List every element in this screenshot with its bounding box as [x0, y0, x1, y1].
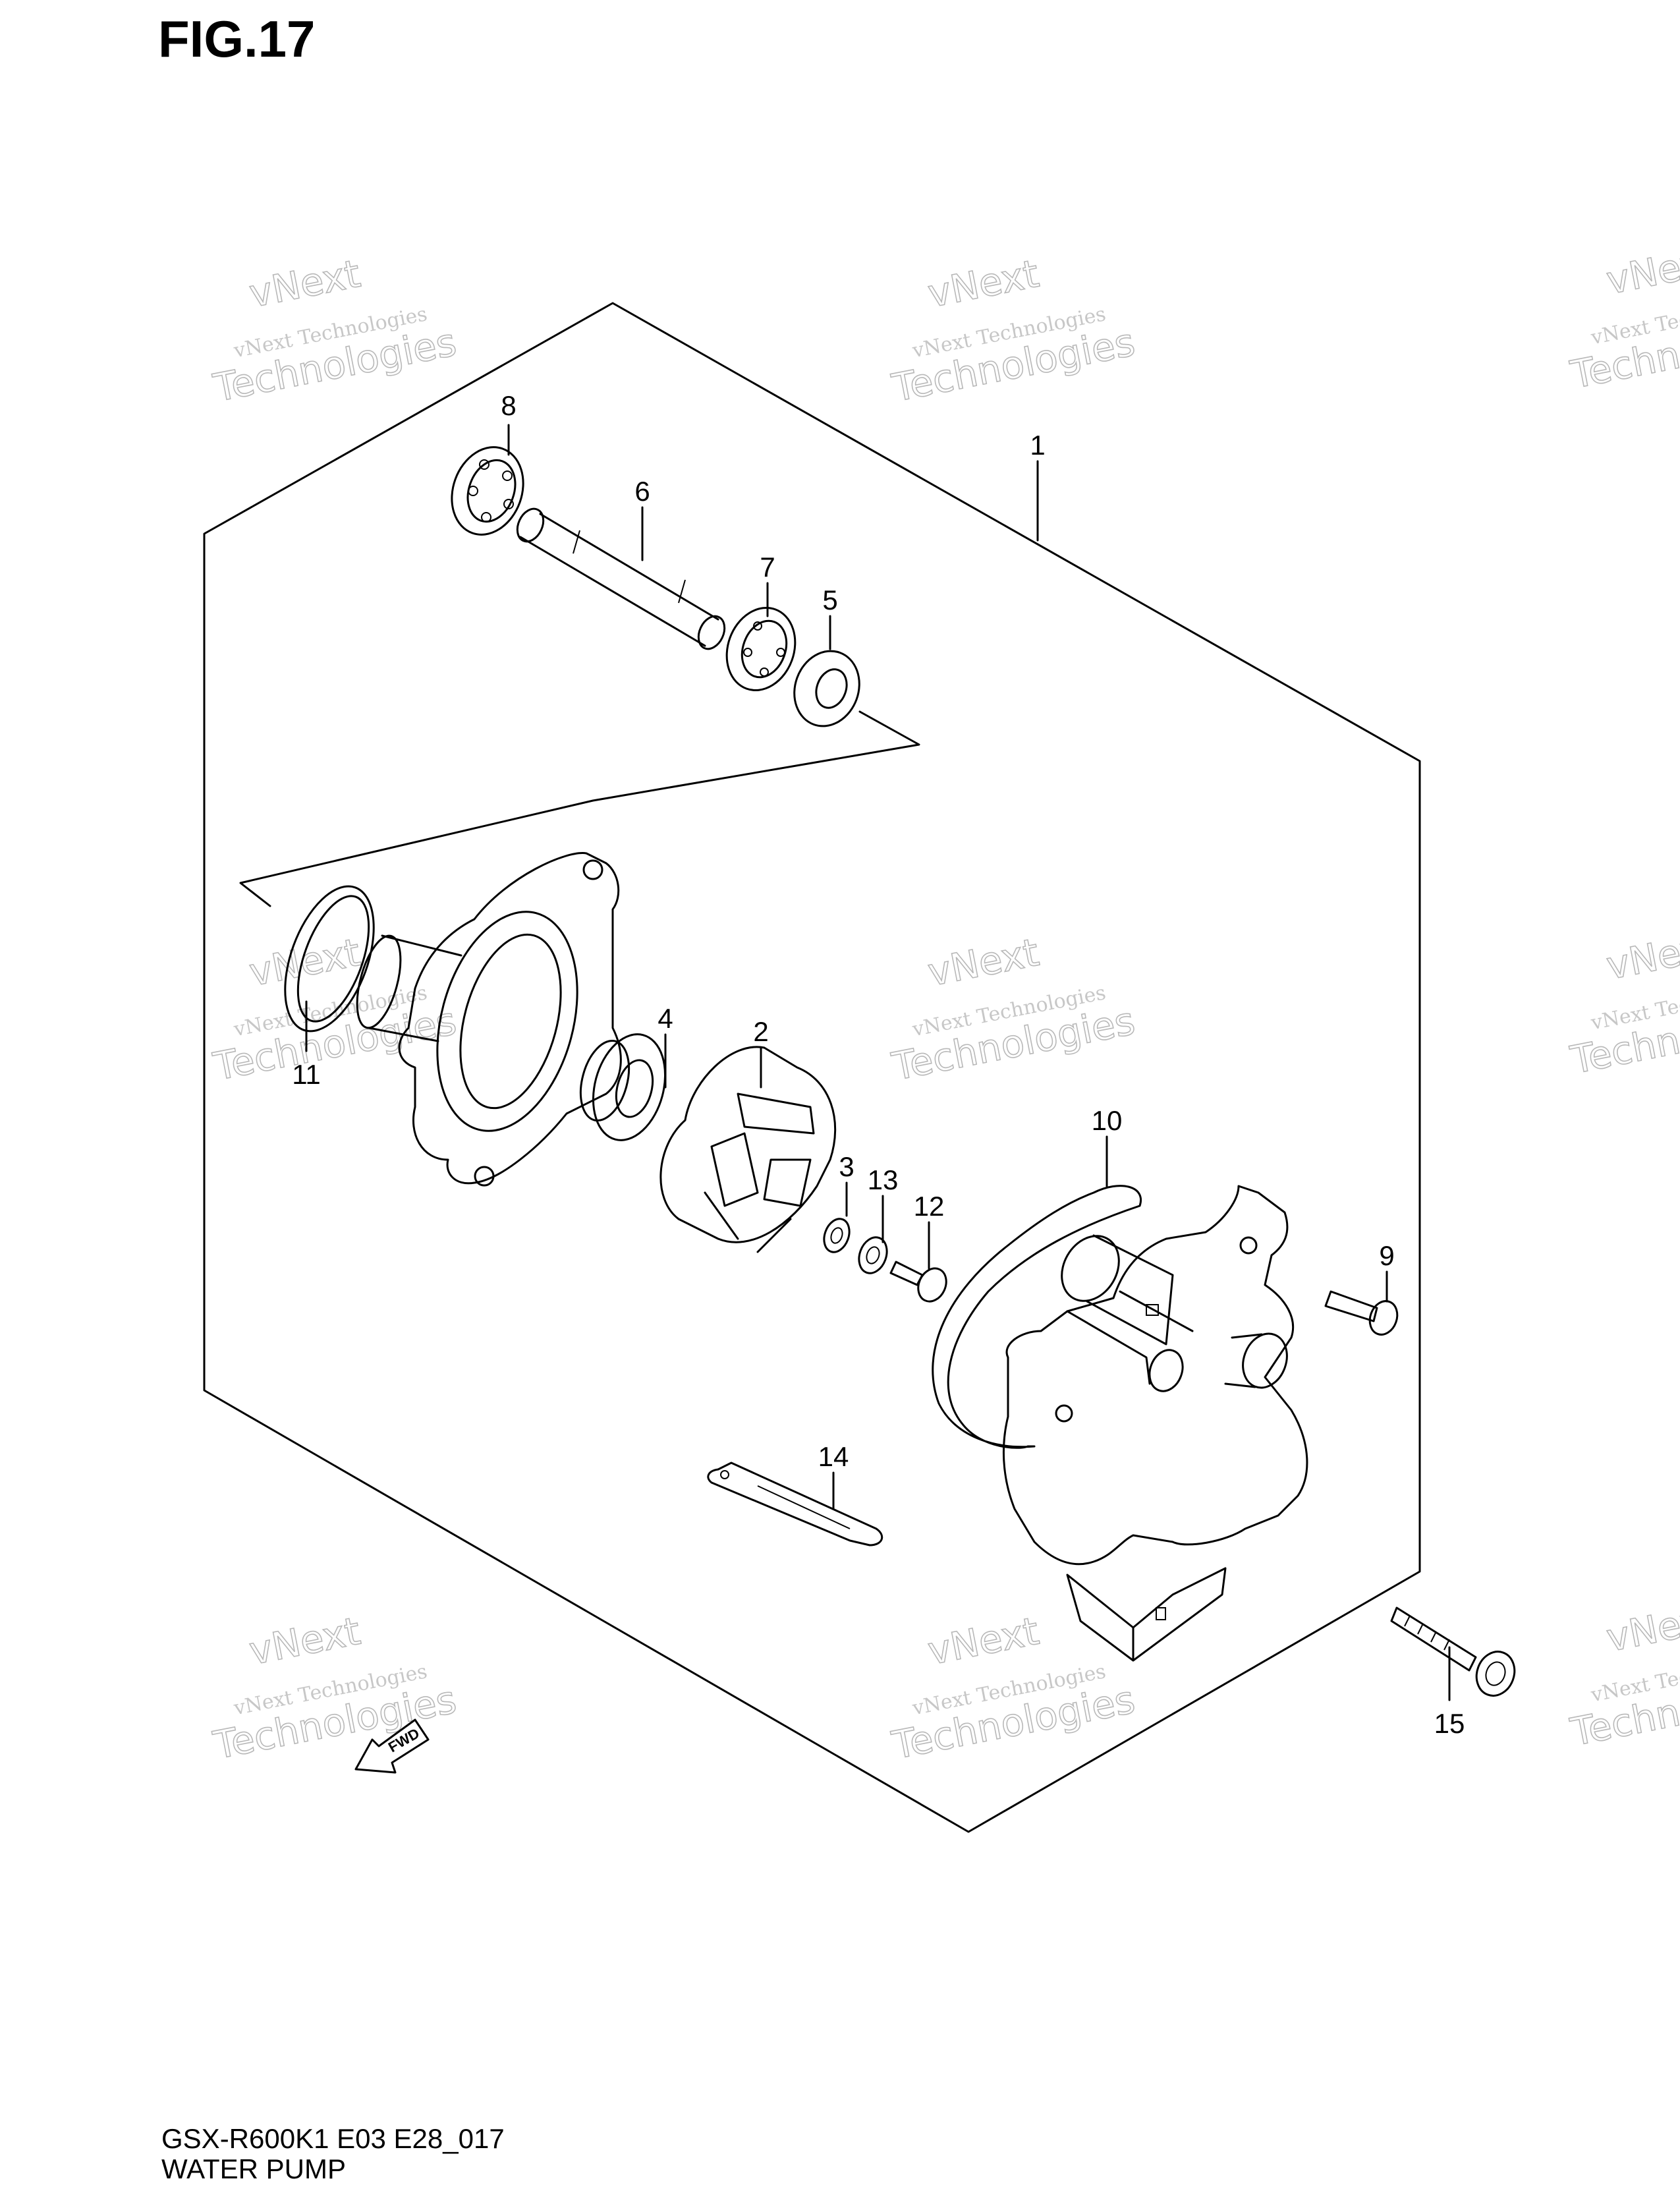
- bolt-part: [1390, 1606, 1516, 1697]
- o-ring-part: [284, 885, 375, 1033]
- callout-labels: 1 2 3 4 5 6 7 8 9 10 11 12 13 14 15: [292, 390, 1465, 1739]
- callout-7: 7: [760, 552, 775, 582]
- watermark-layer: vNext vNext Technologies Technologies vN…: [209, 237, 1680, 1769]
- callout-5: 5: [822, 584, 837, 615]
- callout-14: 14: [818, 1441, 849, 1472]
- watermark: vNext vNext Technologies Technologies: [209, 1608, 460, 1769]
- washer-part: [858, 1236, 888, 1274]
- svg-text:vNext: vNext: [246, 251, 364, 316]
- watermark: vNext vNext Technologies Technologies: [1566, 237, 1680, 398]
- bolt-part: [1324, 1290, 1399, 1336]
- callout-6: 6: [634, 476, 650, 507]
- svg-text:vNext: vNext: [246, 1608, 364, 1674]
- callout-9: 9: [1379, 1240, 1394, 1271]
- figure-title: FIG.17: [158, 10, 316, 68]
- svg-text:vNext: vNext: [1603, 1595, 1680, 1660]
- svg-text:vNext: vNext: [246, 930, 364, 995]
- clamp-part: [707, 1461, 883, 1547]
- watermark: vNext vNext Technologies Technologies: [887, 929, 1138, 1090]
- washer-part: [823, 1218, 851, 1253]
- callout-8: 8: [501, 390, 516, 421]
- svg-text:vNext: vNext: [924, 930, 1042, 995]
- diagram-name-caption: WATER PUMP: [161, 2153, 346, 2184]
- assembly-outline: [203, 302, 1421, 1833]
- shaft-part: [516, 507, 726, 650]
- callout-1: 1: [1030, 430, 1045, 461]
- watermark: vNext vNext Technologies Technologies: [209, 929, 460, 1090]
- watermark: vNext vNext Technologies Technologies: [887, 1608, 1138, 1769]
- svg-text:vNext: vNext: [1603, 923, 1680, 988]
- watermark: vNext vNext Technologies Technologies: [209, 250, 460, 411]
- callout-4: 4: [658, 1003, 673, 1034]
- model-code-caption: GSX-R600K1 E03 E28_017: [161, 2123, 505, 2154]
- callout-2: 2: [753, 1016, 768, 1047]
- impeller-part: [659, 1046, 837, 1253]
- subassembly-divider: [239, 710, 920, 907]
- svg-text:vNext: vNext: [924, 1608, 1042, 1674]
- callout-12: 12: [914, 1191, 945, 1222]
- callout-13: 13: [868, 1164, 899, 1195]
- callout-15: 15: [1434, 1708, 1465, 1739]
- bearing-part: [725, 606, 797, 692]
- gasket-part: [932, 1185, 1142, 1449]
- watermark: vNext vNext Technologies Technologies: [1566, 922, 1680, 1083]
- bearing-part: [451, 446, 524, 536]
- pump-cover-part: [1002, 1185, 1308, 1662]
- oil-seal-part: [793, 650, 860, 727]
- watermark: vNext vNext Technologies Technologies: [887, 250, 1138, 411]
- leader-lines: [305, 424, 1451, 1701]
- callout-3: 3: [839, 1151, 854, 1182]
- callout-10: 10: [1092, 1105, 1123, 1136]
- svg-text:vNext: vNext: [924, 251, 1042, 316]
- watermark: vNext vNext Technologies Technologies: [1566, 1595, 1680, 1755]
- svg-text:vNext: vNext: [1603, 238, 1680, 303]
- bolt-part: [889, 1261, 947, 1303]
- mechanical-seal-part: [579, 1033, 667, 1141]
- pump-housing-part: [356, 852, 622, 1187]
- callout-11: 11: [292, 1059, 321, 1090]
